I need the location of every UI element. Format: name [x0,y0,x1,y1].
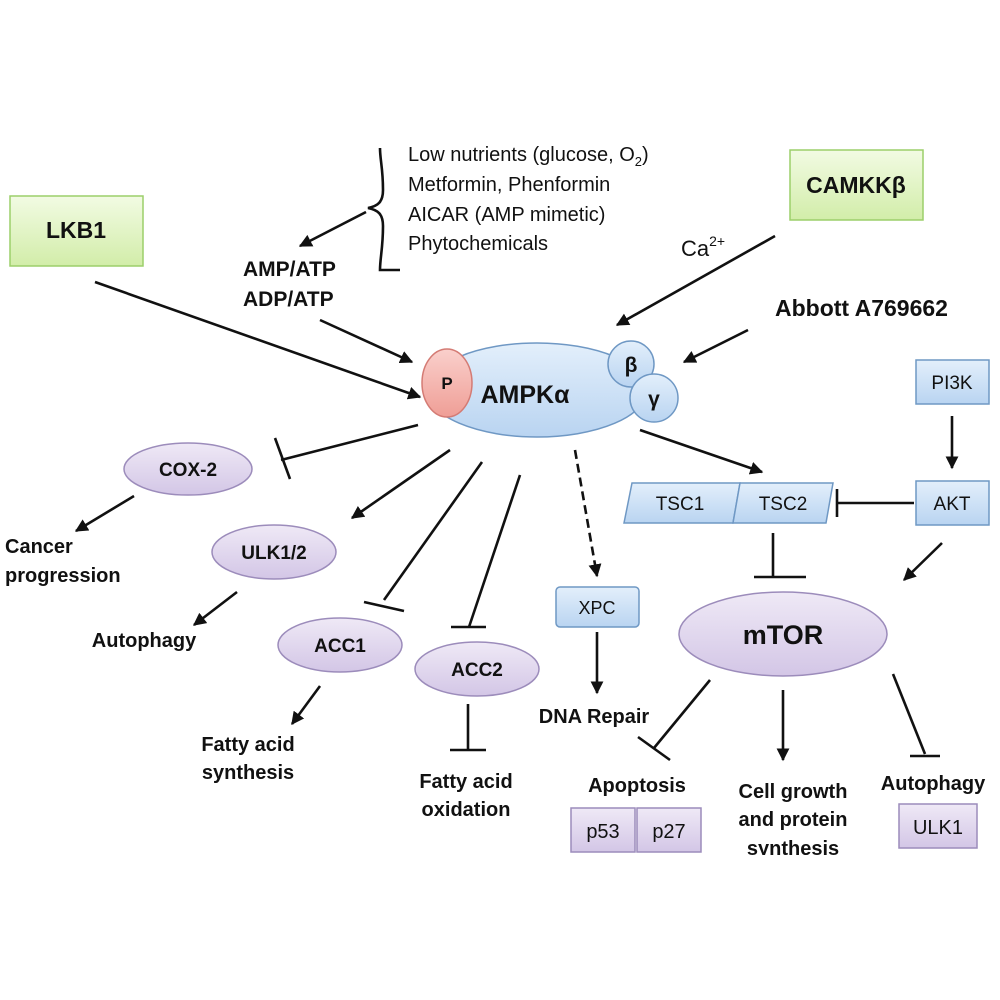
bottom-crop-area [0,855,1000,1000]
p53-node: p53 [570,807,636,853]
inhibit-ampk-acc2 [467,474,522,628]
pi3k-node: PI3K [915,359,990,405]
ulk1-node: ULK1 [898,803,978,849]
amp-atp-label: AMP/ATP [243,258,336,281]
camkk-beta-label: CAMKKβ [806,172,906,198]
p53-label: p53 [586,821,619,843]
phospho-label: P [441,374,452,393]
lkb1-node: LKB1 [9,195,144,267]
tsc2-label: TSC2 [759,494,808,515]
ampk-alpha-label: AMPKα [481,381,571,409]
p27-node: p27 [636,807,702,853]
arrow-lkb1-to-ampk [94,280,422,400]
autophagy-left-label: Autophagy [92,630,197,652]
inhibit-ampk-acc1-bar [363,600,405,613]
arrow-acc1-to-fatty-synth [290,685,322,726]
inhibit-ampk-acc1 [382,461,484,601]
calcium-label: Ca2+ [681,233,725,261]
condition-aicar: AICAR (AMP mimetic) [408,204,605,226]
condition-low-nutrients: Low nutrients (glucose, O2) [408,144,649,169]
cancer-label-2: progression [5,565,121,587]
fatty-ox-label-1: Fatty acid [419,771,512,793]
tsc1-label: TSC1 [656,494,705,515]
pi3k-label: PI3K [931,373,973,394]
mtor-label: mTOR [743,620,824,650]
ulk1-label: ULK1 [913,817,963,839]
arrow-ampk-to-ulk12 [350,448,451,520]
acc2-label: ACC2 [451,660,503,681]
ulk12-node: ULK1/2 [211,524,337,580]
autophagy-right-label: Autophagy [881,773,986,795]
arrow-conditions-to-amp [298,210,367,248]
inhibit-ampk-cox2-bar [273,437,292,480]
arrow-ampk-to-tsc2 [639,428,764,475]
arrow-ulk12-to-autophagy [192,590,238,627]
arrow-cox2-to-cancer [74,494,135,533]
inhibit-mtor-apoptosis-bar [637,735,671,762]
tsc1-node: TSC1 [623,482,741,524]
apoptosis-label: Apoptosis [588,775,686,797]
beta-subunit [607,340,655,388]
condition-metformin: Metformin, Phenformin [408,174,610,196]
acc2-node: ACC2 [414,641,540,697]
arrow-camkk-to-ampk [615,234,776,327]
cell-growth-label-1: Cell growth [739,781,848,803]
acc1-node: ACC1 [277,617,403,673]
arrow-adp-to-ampk [319,318,414,364]
mtor-node: mTOR [678,591,888,677]
fatty-synth-label-1: Fatty acid [201,734,294,756]
inhibit-mtor-apoptosis [652,679,712,749]
beta-label: β [625,354,638,377]
camkk-beta-node: CAMKKβ [789,149,924,221]
cox2-label: COX-2 [159,460,217,481]
arrow-akt-to-mtor [903,542,943,581]
cancer-label-1: Cancer [5,536,73,558]
adp-atp-label: ADP/ATP [243,288,334,311]
p27-label: p27 [652,821,685,843]
inhibit-ampk-cox2 [280,423,419,462]
cell-growth-label-3: synthesis [747,838,839,860]
gamma-label: γ [648,388,660,411]
conditions-brace [367,147,400,272]
ulk12-label: ULK1/2 [241,543,306,564]
cox2-node: COX-2 [123,442,253,496]
cell-growth-label-2: and protein [739,809,848,831]
abbott-label: Abbott A769662 [775,295,948,321]
dna-repair-label: DNA Repair [539,706,650,728]
arrow-abbott-to-ampk [682,328,749,364]
tsc2-node: TSC2 [732,482,834,524]
phospho-site [421,348,473,418]
inhibit-mtor-autophagy [891,673,927,755]
acc1-label: ACC1 [314,636,366,657]
akt-node: AKT [915,480,990,526]
lkb1-label: LKB1 [46,217,106,243]
fatty-ox-label-2: oxidation [422,799,511,821]
fatty-synth-label-2: synthesis [202,762,294,784]
akt-label: AKT [934,494,971,515]
xpc-node: XPC [555,586,640,628]
dashed-arrow-ampk-to-xpc [573,449,602,578]
gamma-subunit [629,373,679,423]
condition-phytochemicals: Phytochemicals [408,233,548,255]
xpc-label: XPC [578,598,615,618]
ampk-complex: AMPKα P β γ [421,340,679,438]
